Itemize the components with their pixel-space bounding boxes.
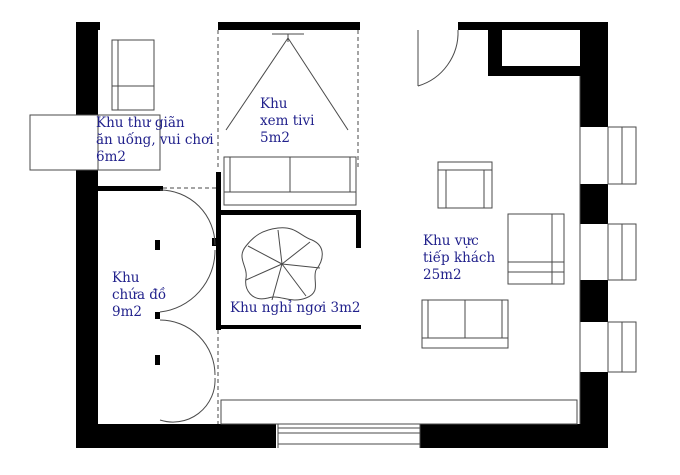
wall-stub-top <box>488 30 502 76</box>
walls <box>76 22 608 448</box>
label-reception-zone: Khu vực tiếp khách 25m2 <box>423 233 499 283</box>
zone-labels: Khu thư giãn ăn uống, vui chơi 6m2 Khu x… <box>96 96 499 320</box>
wall-top-middle <box>218 22 360 30</box>
door-stop-mid-2 <box>155 355 160 365</box>
label-line: xem tivi <box>260 113 315 129</box>
wall-right-bottom <box>580 372 608 448</box>
rest-plant-leaves <box>245 229 321 301</box>
wall-internal-upper <box>98 186 163 191</box>
label-storage-zone: Khu chứa đồ 9m2 <box>112 270 171 320</box>
wall-rest-bottom <box>216 325 361 329</box>
entrance-door-swing <box>417 29 459 87</box>
wall-bottom-left <box>76 424 276 448</box>
storage-door-arc <box>159 249 216 313</box>
reception-sofa-right <box>507 213 565 285</box>
storage-door-arc <box>159 319 216 376</box>
label-line: Khu <box>112 270 140 286</box>
wall-right-pier-1 <box>580 184 608 224</box>
wall-right-top <box>580 22 608 127</box>
wall-bottom-right <box>420 424 608 448</box>
storage-door-arc <box>159 189 216 246</box>
label-line: 9m2 <box>112 304 142 320</box>
wall-stub-top-foot <box>488 66 580 76</box>
label-relax-zone: Khu thư giãn ăn uống, vui chơi 6m2 <box>96 115 218 165</box>
label-line: Khu vực <box>423 233 479 249</box>
wall-rest-right <box>356 210 361 245</box>
door-stop-top <box>155 240 160 250</box>
label-line: 6m2 <box>96 149 126 165</box>
label-line: Khu <box>260 96 288 112</box>
plan-lines <box>29 29 637 448</box>
reception-armchair <box>437 161 493 209</box>
wall-top-right <box>458 22 608 30</box>
label-tv-zone: Khu xem tivi 5m2 <box>260 96 319 146</box>
label-line: 25m2 <box>423 267 462 283</box>
label-line: tiếp khách <box>423 250 495 266</box>
wall-rest-left <box>216 172 221 330</box>
rest-plant-outline <box>241 227 323 301</box>
wall-left-upper <box>76 22 98 115</box>
label-line: Khu nghỉ ngơi 3m2 <box>230 300 360 316</box>
label-line: ăn uống, vui chơi <box>96 132 214 148</box>
door-stop-mid-1 <box>155 312 160 319</box>
label-rest-zone: Khu nghỉ ngơi 3m2 <box>230 300 360 316</box>
label-line: 5m2 <box>260 130 290 146</box>
door-stop-right-2 <box>356 240 361 248</box>
wall-rest-top <box>216 210 361 215</box>
left-ledge <box>29 114 161 171</box>
label-line: Khu thư giãn <box>96 115 185 131</box>
label-line: chứa đồ <box>112 287 166 303</box>
wall-left-lower <box>76 170 98 448</box>
armchair-top-left <box>111 39 155 111</box>
storage-door-arc <box>159 377 216 423</box>
wall-right-pier-2 <box>580 280 608 322</box>
bottom-counter <box>220 399 578 425</box>
